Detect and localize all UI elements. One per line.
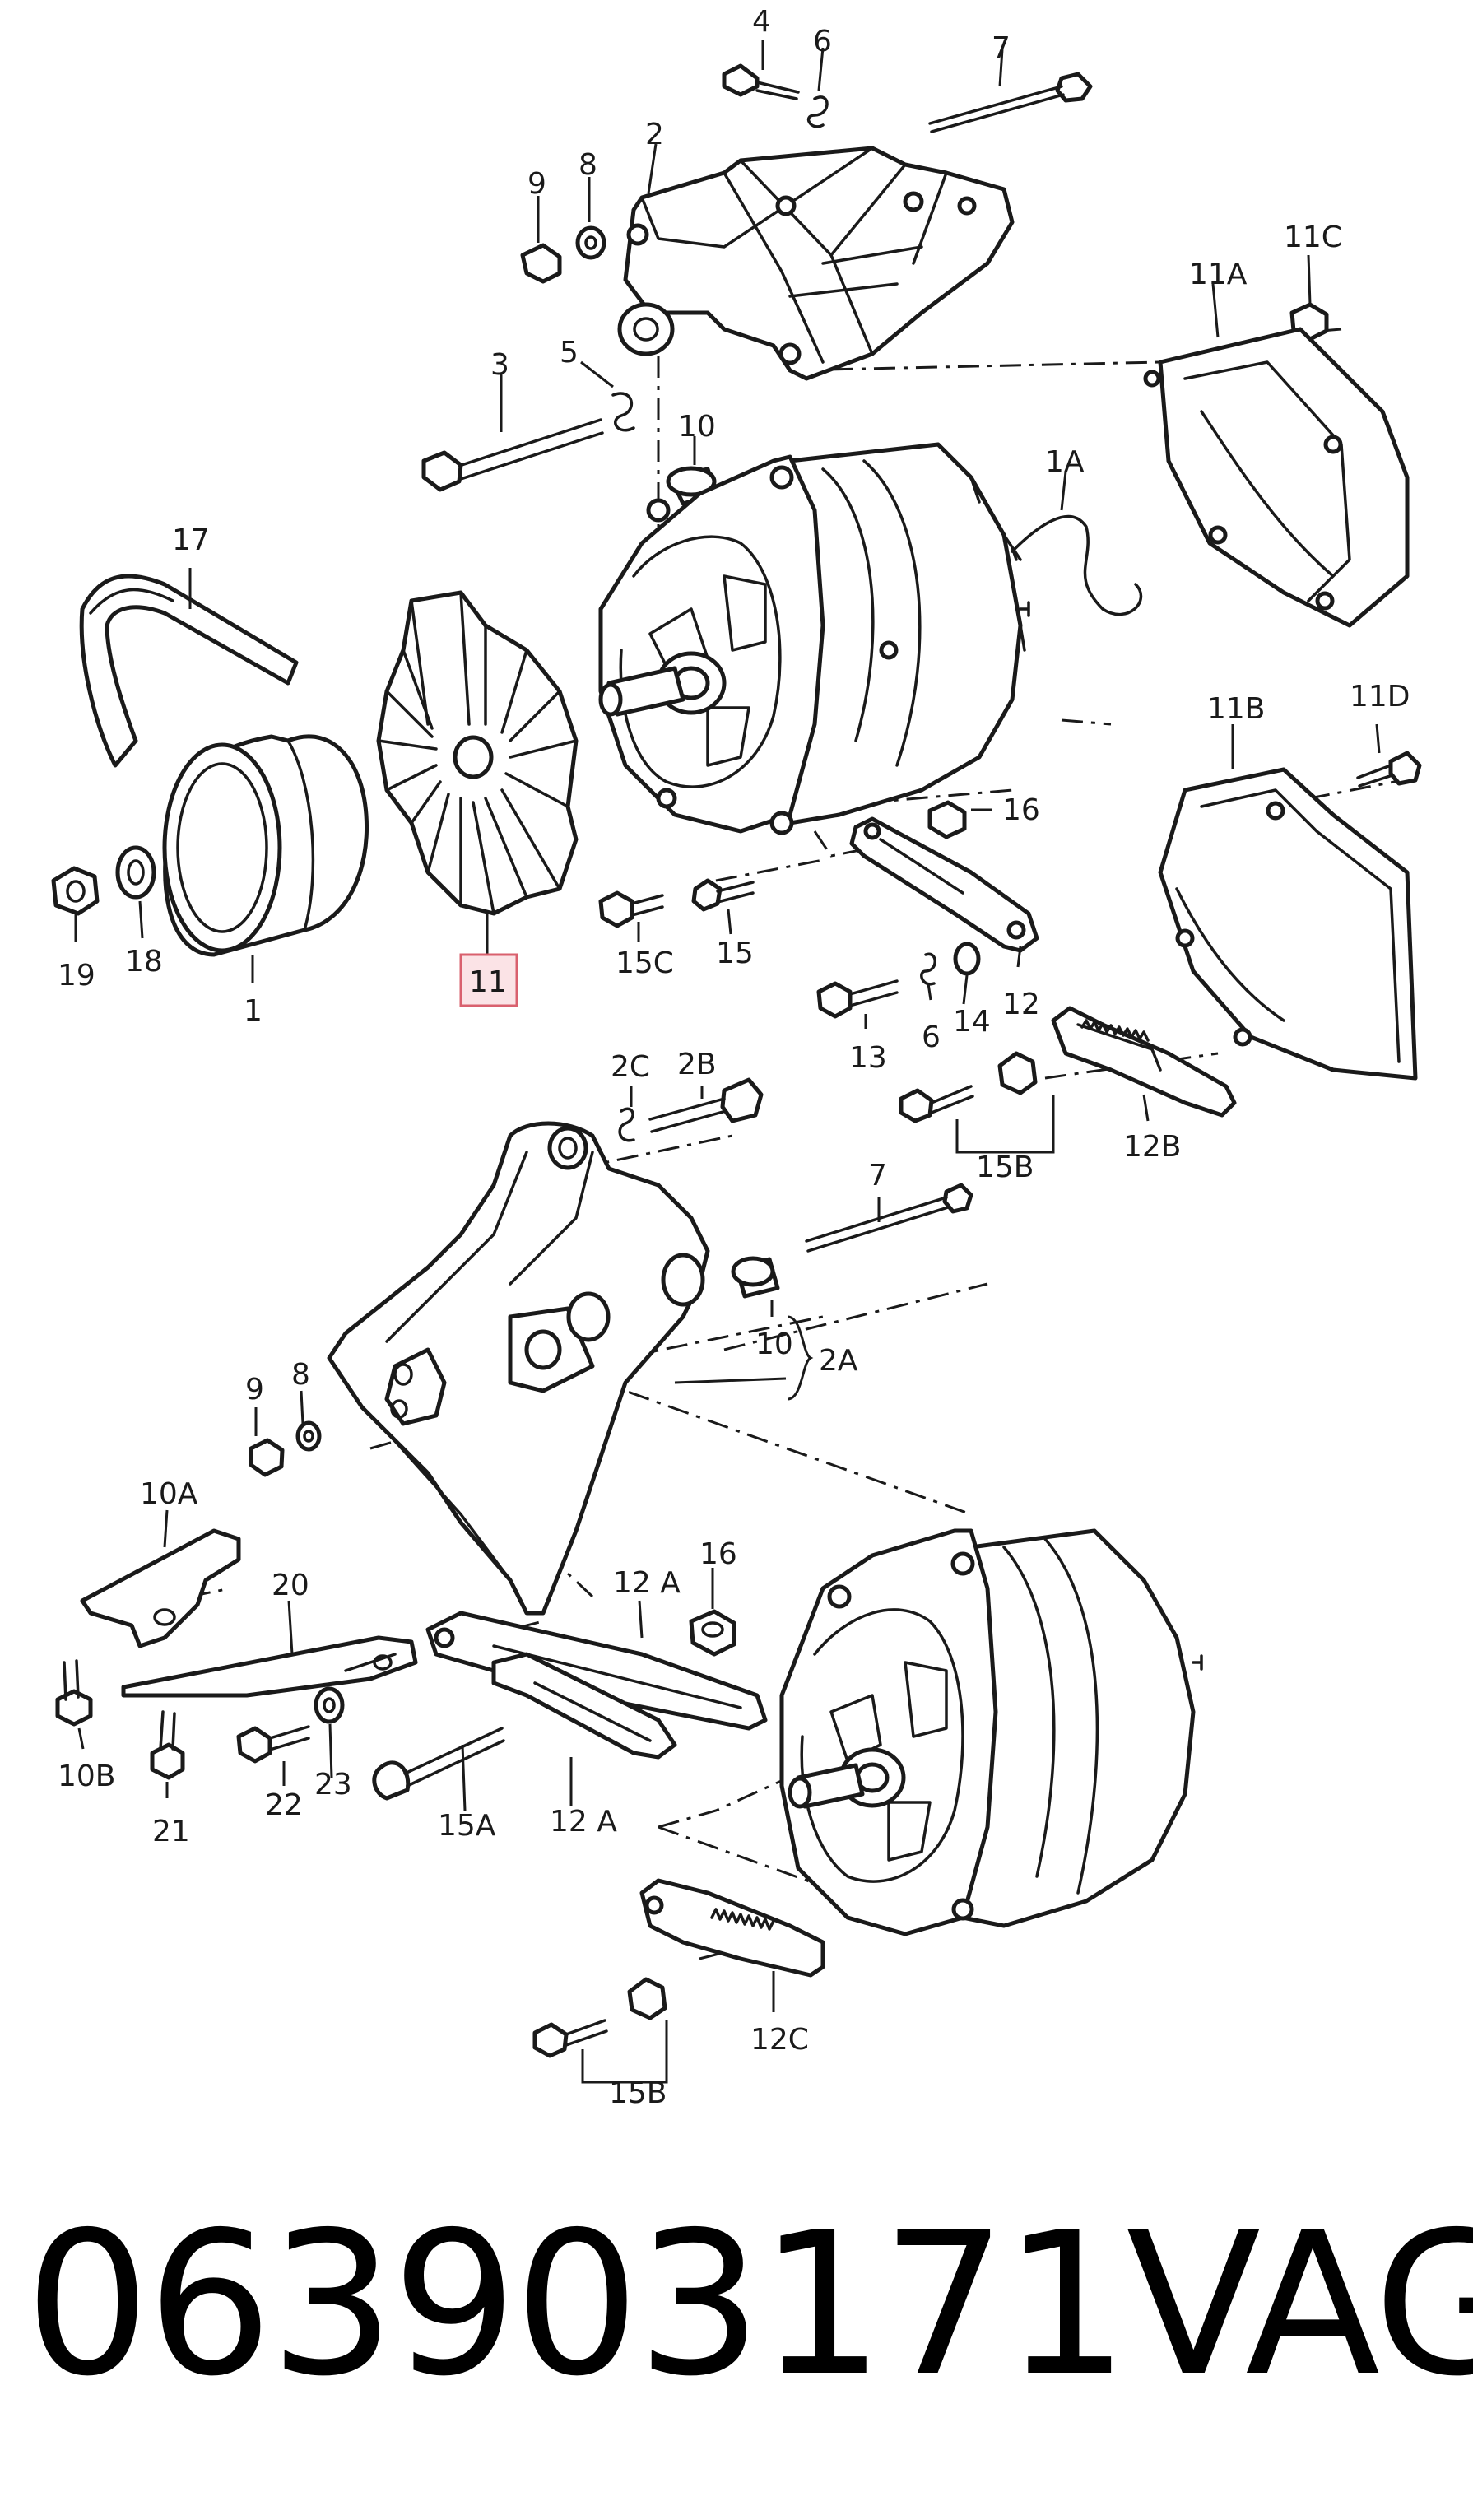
highlight-box-11 xyxy=(459,953,518,1007)
callout-7a: 7 xyxy=(992,31,1011,65)
brand-name: VAG xyxy=(1126,2189,1473,2420)
part-11B-shroud xyxy=(1158,751,1422,1081)
callout-9a: 9 xyxy=(527,167,546,201)
callout-6a: 6 xyxy=(813,25,832,58)
part-11A-shroud xyxy=(1011,327,1410,628)
callout-11C: 11C xyxy=(1284,221,1342,254)
exploded-parts-diagram: 4 6 7 2 8 9 11C 11A 3 5 10 1A 17 11B 11D… xyxy=(51,5,1422,2110)
callout-12C: 12C xyxy=(750,2023,809,2057)
callout-11: 11 xyxy=(469,965,507,999)
callout-12B: 12B xyxy=(1123,1130,1182,1164)
callout-18: 18 xyxy=(125,945,163,979)
callout-2: 2 xyxy=(645,118,664,151)
upper-alternator xyxy=(598,442,1030,835)
part-12A-straps xyxy=(425,1609,768,1760)
callout-2A: 2A xyxy=(819,1344,858,1378)
callout-11D: 11D xyxy=(1350,680,1410,714)
callout-7b: 7 xyxy=(868,1159,887,1193)
callout-10b: 10 xyxy=(755,1327,793,1361)
part-number-footer: 063903171 VAG xyxy=(0,2164,1473,2444)
callout-14: 14 xyxy=(953,1005,991,1039)
callout-2C: 2C xyxy=(611,1050,650,1084)
callout-8a: 8 xyxy=(579,148,597,182)
callout-5: 5 xyxy=(560,336,579,370)
callout-10a: 10 xyxy=(678,410,716,444)
part-11-fan xyxy=(376,590,579,916)
callout-15: 15 xyxy=(716,937,754,970)
callout-10A: 10A xyxy=(140,1477,198,1511)
callout-17: 17 xyxy=(172,523,210,557)
callout-22: 22 xyxy=(265,1788,303,1822)
callout-16a: 16 xyxy=(1002,793,1040,827)
callout-12: 12 xyxy=(1002,988,1040,1021)
callout-2B: 2B xyxy=(677,1048,717,1081)
part-12C-bar xyxy=(532,1878,825,2058)
callout-labels: 4 6 7 2 8 9 11C 11A 3 5 10 1A 17 11B 11D… xyxy=(58,5,1410,2110)
part-number: 063903171 xyxy=(25,2189,1129,2420)
callout-1A: 1A xyxy=(1045,445,1085,479)
part-2-bracket xyxy=(617,146,1015,381)
part-1-pulley xyxy=(162,734,369,957)
callout-9b: 9 xyxy=(245,1373,264,1406)
callout-11B: 11B xyxy=(1207,692,1266,726)
nut-washer xyxy=(51,845,156,916)
callout-15A: 15A xyxy=(438,1809,496,1843)
callout-10B: 10B xyxy=(58,1760,116,1793)
callout-4: 4 xyxy=(752,5,771,39)
callout-6b: 6 xyxy=(922,1021,941,1054)
callout-3: 3 xyxy=(490,348,509,382)
leader-lines xyxy=(74,40,1381,2084)
callout-12A-lower: 12 A xyxy=(550,1805,617,1839)
callout-15B-b: 15B xyxy=(609,2076,667,2110)
callout-1: 1 xyxy=(244,994,263,1028)
callout-19: 19 xyxy=(58,959,95,993)
callout-21: 21 xyxy=(152,1815,190,1848)
callout-16b: 16 xyxy=(699,1537,737,1571)
middle-hardware xyxy=(598,800,1237,1123)
callout-15B-a: 15B xyxy=(976,1151,1034,1184)
part-17-belt xyxy=(79,574,299,768)
callout-11A: 11A xyxy=(1189,258,1248,291)
callout-15C: 15C xyxy=(616,946,674,980)
lower-left-hardware xyxy=(55,1528,505,1801)
callout-20: 20 xyxy=(272,1569,309,1602)
lower-alternator xyxy=(779,1528,1203,1936)
callout-12A-upper: 12 A xyxy=(613,1566,681,1600)
callout-13: 13 xyxy=(849,1041,887,1075)
callout-8b: 8 xyxy=(291,1358,310,1392)
part-2A-bracket xyxy=(249,1077,973,1616)
callout-23: 23 xyxy=(314,1768,352,1802)
